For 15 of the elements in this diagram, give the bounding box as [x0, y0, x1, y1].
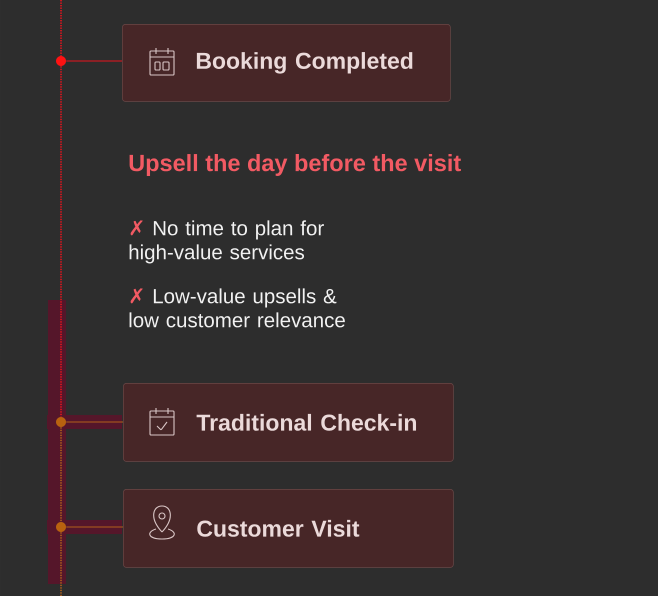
event-card: Booking Completed — [122, 24, 451, 102]
timeline-dot — [56, 417, 66, 427]
timeline-line — [60, 0, 62, 56]
connector-line — [66, 526, 124, 528]
timeline-line — [60, 66, 62, 417]
bullet-text: ✗ Low-value upsells & low customer relevance — [130, 288, 345, 328]
timeline-line — [60, 427, 62, 522]
event-card: Traditional Check-in — [123, 382, 454, 462]
connector-line — [66, 60, 122, 62]
timeline-line — [60, 532, 62, 596]
bullet-text: ✗ No time to plan for high-value services — [130, 220, 324, 264]
heading: Upsell the day before the visit — [130, 154, 461, 176]
timeline-dot — [56, 56, 66, 66]
timeline-dot — [56, 522, 66, 532]
event-card: Customer Visit — [123, 488, 454, 568]
